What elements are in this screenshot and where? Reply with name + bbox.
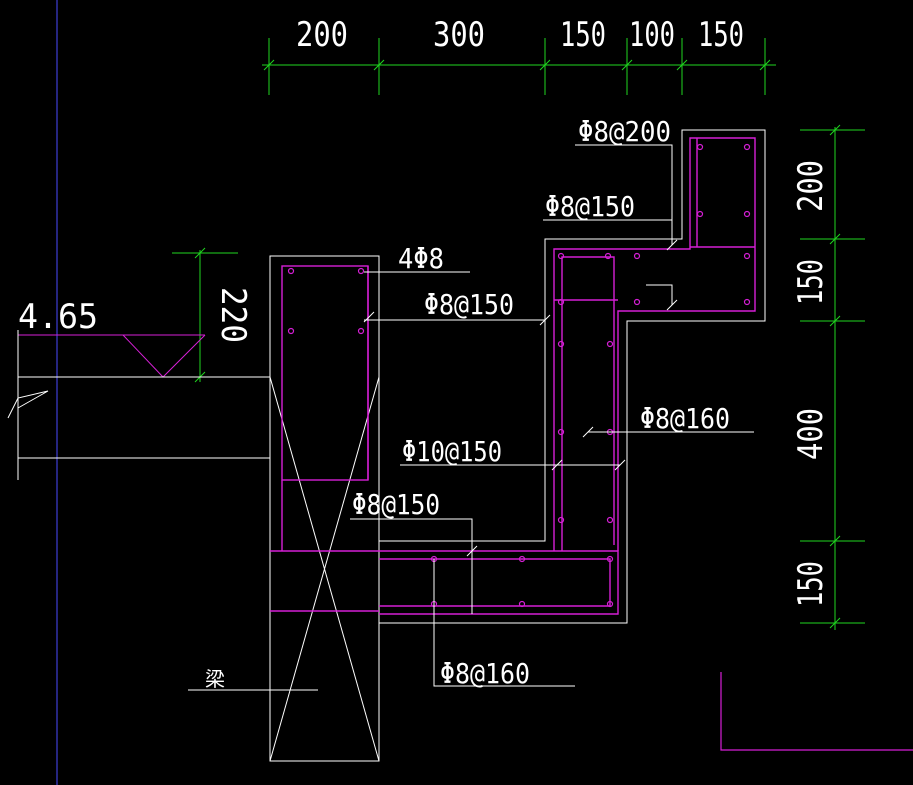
dim-right-1: 200	[791, 160, 831, 212]
label-stirrup-upper: Φ8@150	[545, 190, 635, 223]
left-slab	[7, 330, 270, 480]
dim-top-3: 150	[560, 15, 606, 55]
label-stirrup-top: Φ8@200	[578, 115, 671, 148]
adjacent-wall-line	[720, 672, 913, 751]
dim-top-4: 100	[629, 15, 675, 55]
dim-top-5: 150	[698, 15, 744, 55]
label-stirrup-lower: Φ8@150	[352, 488, 440, 521]
label-corner-bars: 4Φ8	[398, 242, 444, 275]
dim-right-3: 400	[791, 408, 831, 460]
dim-top-2: 300	[433, 15, 485, 55]
leader-lines	[188, 144, 754, 691]
elevation-value: 4.65	[18, 297, 98, 337]
dim-right-4: 150	[791, 561, 831, 607]
dim-top-1: 200	[296, 15, 348, 55]
wall-outline	[378, 129, 766, 624]
elevation-height: 220	[213, 287, 253, 343]
rebar-cages	[270, 137, 756, 615]
right-dimension-chain	[800, 124, 865, 630]
label-stirrup-bottom: Φ8@160	[440, 657, 530, 690]
label-stirrup-right: Φ8@160	[640, 402, 730, 435]
beam-section	[269, 255, 380, 762]
label-main-bar: Φ10@150	[402, 435, 502, 468]
top-dimension-chain	[262, 38, 776, 95]
label-beam: 梁	[205, 667, 225, 691]
dim-right-2: 150	[791, 259, 831, 305]
label-stirrup-mid: Φ8@150	[424, 288, 514, 321]
rebar-dots	[287, 143, 751, 608]
